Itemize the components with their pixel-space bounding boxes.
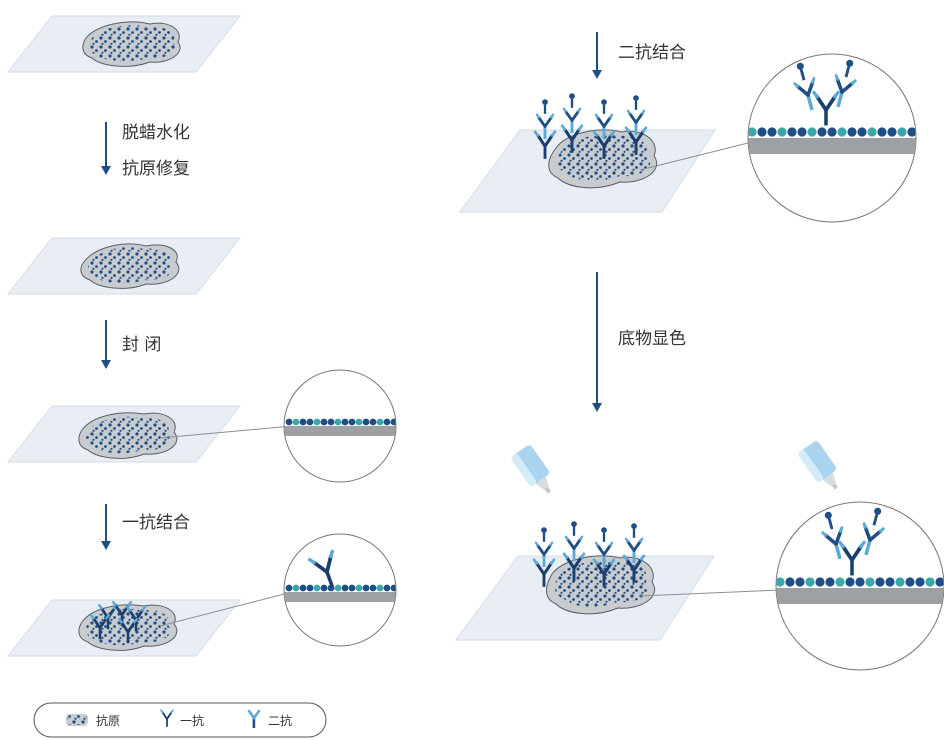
slide-2 (6, 237, 242, 295)
zoom-circle-block (283, 369, 397, 483)
slide-3 (6, 405, 293, 463)
legend-secondary-label: 二抗 (268, 713, 292, 728)
step-substrate-label: 底物显色 (618, 329, 686, 349)
arrow-down-icon (101, 122, 111, 175)
zoom-circle-primary (283, 533, 397, 647)
arrow-down-icon (592, 32, 602, 79)
legend-primary-label: 一抗 (180, 713, 204, 728)
dropper-icon (510, 443, 560, 500)
step-retrieval-label: 抗原修复 (122, 159, 190, 179)
legend: 抗原 一抗 二抗 (33, 702, 327, 738)
legend-antigen-label: 抗原 (96, 713, 120, 728)
slide-1 (6, 15, 242, 73)
zoom-circle-substrate (775, 501, 944, 671)
slide-5 (459, 93, 753, 213)
arrow-down-icon (101, 504, 111, 550)
zoom-circle-secondary (747, 53, 917, 223)
arrow-down-icon (592, 272, 602, 412)
step-secondary-label: 二抗结合 (618, 43, 686, 63)
slide-6 (455, 521, 781, 641)
slide-4 (6, 591, 293, 657)
step-primary-label: 一抗结合 (122, 513, 190, 533)
step-block-label: 封 闭 (122, 335, 161, 355)
antigen-icon (66, 714, 88, 726)
dropper-icon (797, 439, 847, 496)
secondary-antibody-icon (247, 709, 261, 728)
step-deparaffin-label: 脱蜡水化 (122, 123, 190, 143)
arrow-down-icon (101, 320, 111, 369)
